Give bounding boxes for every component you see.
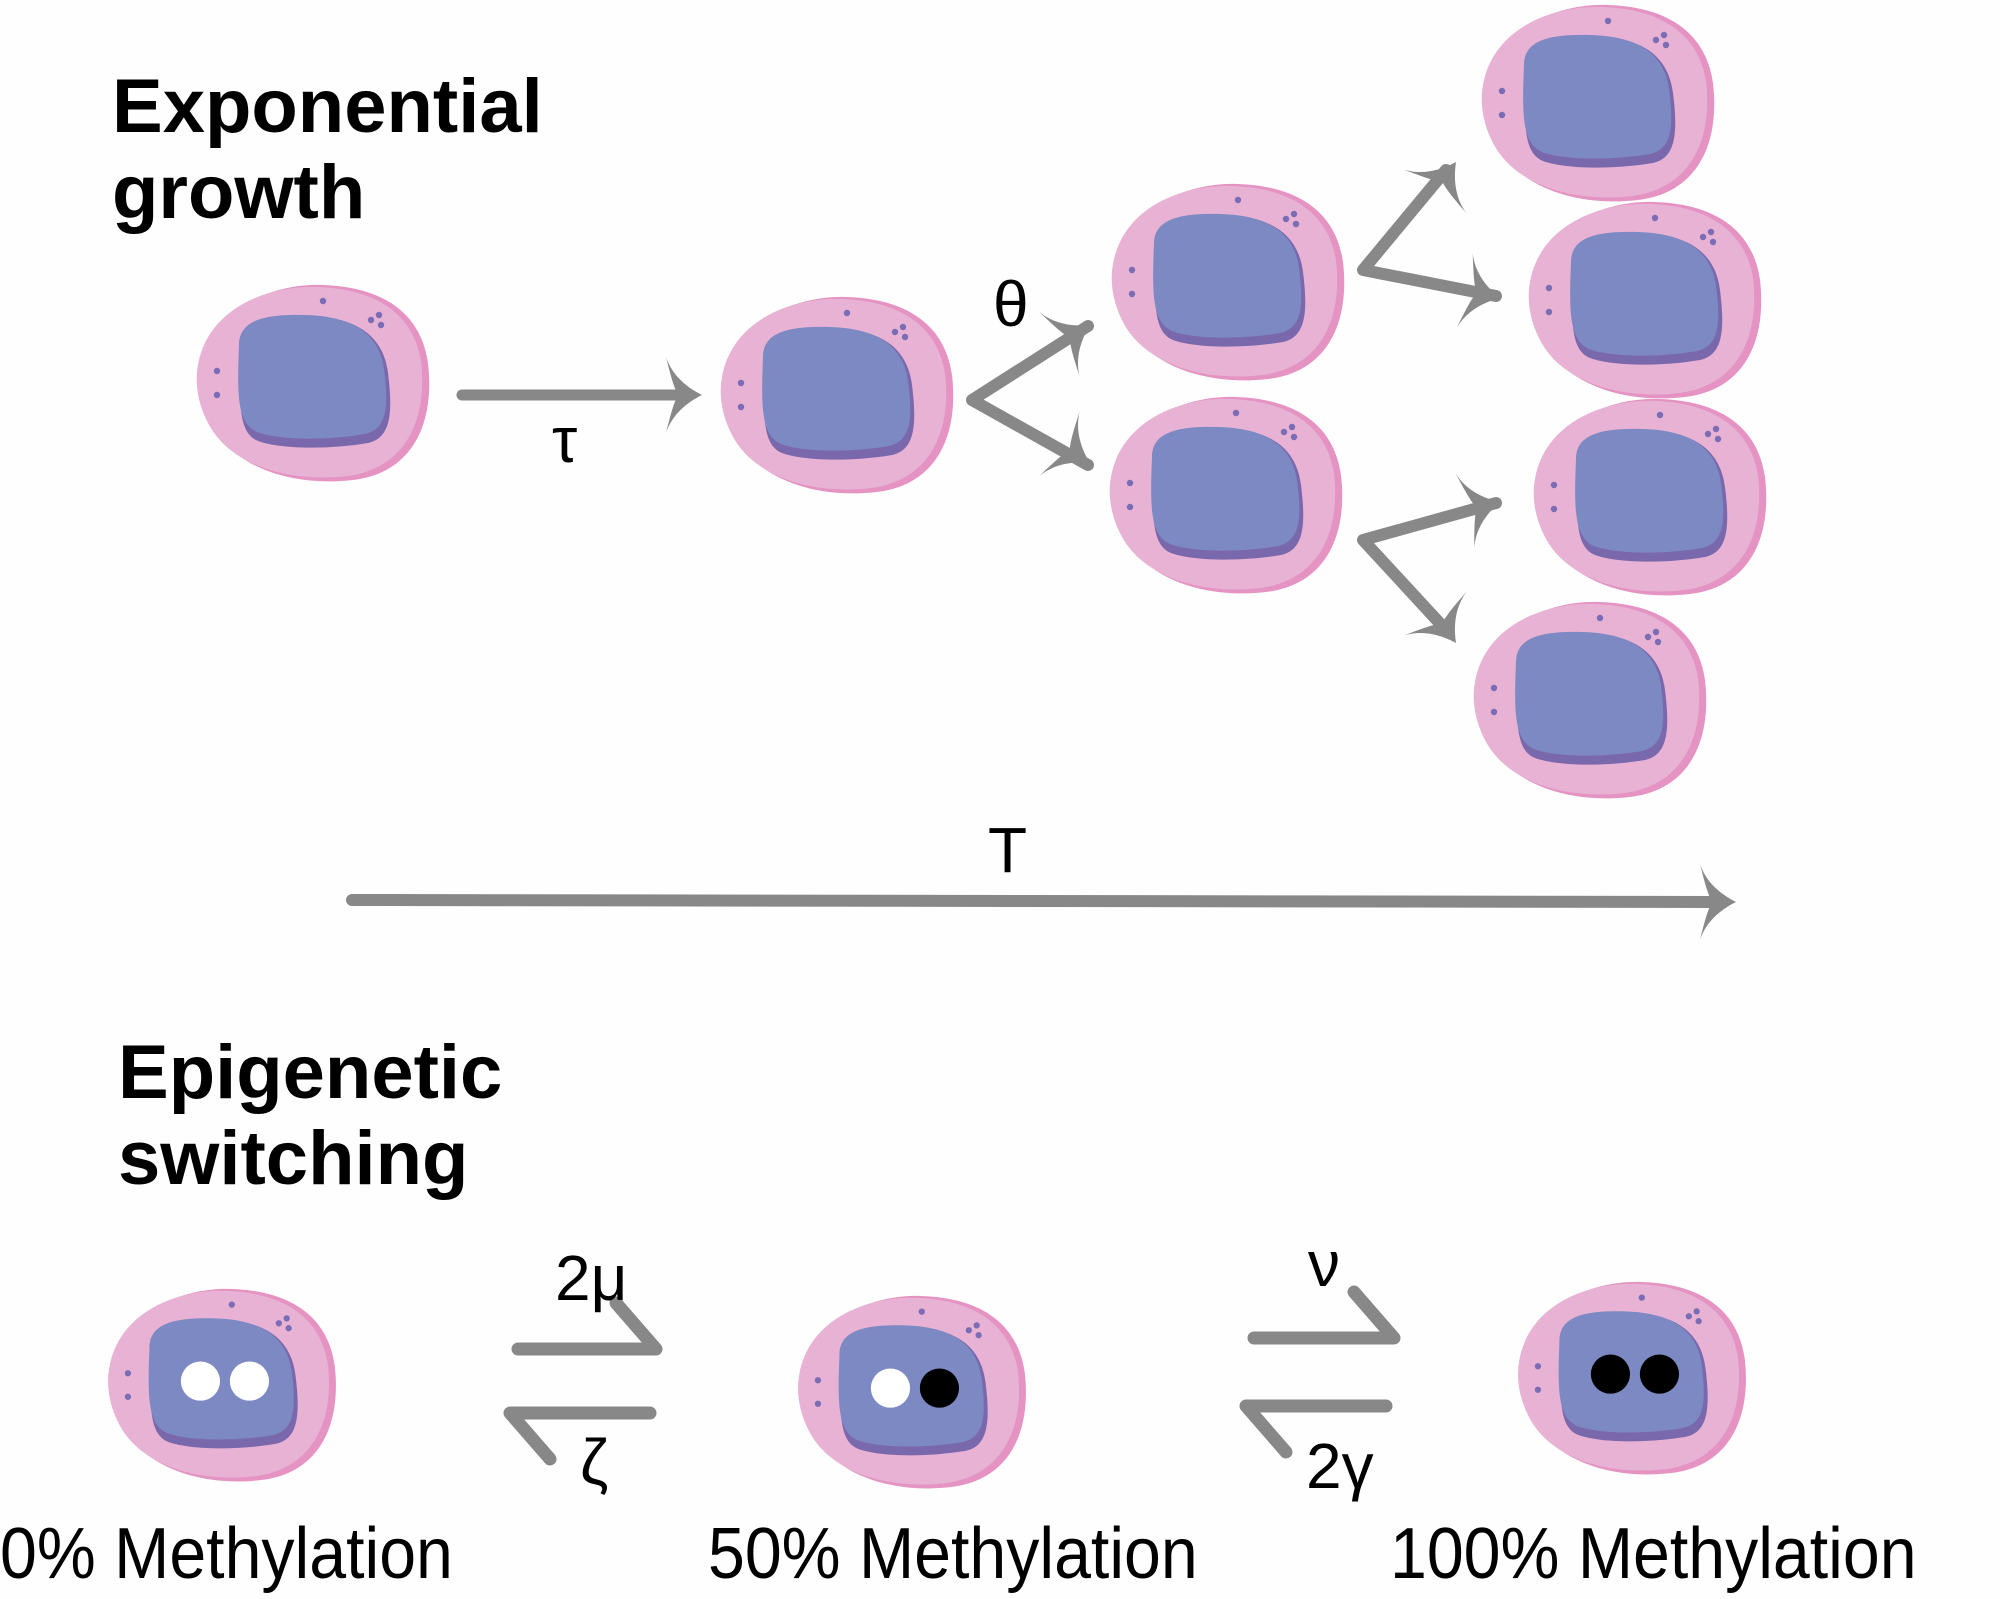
- theta-fork: [966, 320, 1094, 471]
- cell-gen2-bottom: [1109, 396, 1343, 594]
- cell-body: [1518, 1281, 1746, 1475]
- total-time-arrow-shaft: [346, 894, 1718, 908]
- cell-gen3-2: [1528, 201, 1762, 399]
- cell-body: [1528, 201, 1762, 399]
- cell-body: [108, 1288, 336, 1482]
- state-label-0: 0% Methylation: [0, 1514, 453, 1594]
- cell-gen3-1: [1481, 4, 1715, 202]
- total-time-label: T: [988, 814, 1028, 886]
- rate-nu-label: ν: [1308, 1228, 1340, 1300]
- methylated-site-dot: [1639, 1354, 1680, 1394]
- unmethylated-site-dot: [229, 1361, 270, 1401]
- cell-gen3-3: [1533, 398, 1767, 596]
- rate-2mu-label: 2μ: [555, 1242, 628, 1314]
- cell-body: [1481, 4, 1715, 202]
- backward-arrow-100-to-50: [1239, 1399, 1393, 1459]
- cell-body: [1533, 398, 1767, 596]
- heading-line: switching: [118, 1116, 469, 1201]
- forward-arrow-50-to-100: [1247, 1285, 1401, 1345]
- heading-line: growth: [112, 150, 366, 235]
- methylated-site-dot: [919, 1368, 960, 1408]
- theta-fork-lower-head-icon: [1039, 411, 1090, 477]
- rate-2gamma-label: 2γ: [1306, 1430, 1374, 1502]
- tau-arrow-head-icon: [666, 357, 702, 433]
- theta-fork-upper-head-icon: [1039, 311, 1090, 377]
- tau-label: τ: [552, 404, 578, 476]
- state-label-100: 100% Methylation: [1390, 1514, 1917, 1594]
- epigenetic-switching-heading: Epigenetic switching: [118, 1030, 502, 1202]
- total-time-arrow-head-icon: [1699, 863, 1736, 940]
- forward-arrow-0-to-50: [511, 1296, 663, 1356]
- unmethylated-site-dot: [180, 1361, 221, 1401]
- rate-zeta-label: ζ: [580, 1426, 609, 1498]
- unmethylated-site-dot: [870, 1368, 911, 1408]
- fork-bottom-lower-head-icon: [1404, 591, 1467, 643]
- cell-body: [1111, 183, 1345, 381]
- cell-gen2-top: [1111, 183, 1345, 381]
- fork-top-upper-head-icon: [1404, 162, 1467, 214]
- cell-body: [1109, 396, 1343, 594]
- backward-arrow-50-to-0: [503, 1406, 657, 1466]
- cell-body: [196, 284, 430, 482]
- methylated-site-dot: [1590, 1354, 1631, 1394]
- cell-body: [720, 296, 954, 494]
- cell-body: [798, 1295, 1026, 1489]
- cell-gen0: [196, 284, 430, 482]
- exponential-growth-heading: Exponential growth: [112, 64, 543, 236]
- cell-body: [1473, 601, 1707, 799]
- cell-gen3-4: [1473, 601, 1707, 799]
- fork-bottom-upper-head-icon: [1455, 473, 1500, 548]
- theta-label: θ: [993, 268, 1029, 340]
- cell-gen1: [720, 296, 954, 494]
- state-label-50: 50% Methylation: [708, 1514, 1198, 1594]
- heading-line: Exponential: [112, 64, 543, 149]
- methylation-state-cell-0: [108, 1288, 336, 1482]
- methylation-state-cell-2: [1518, 1281, 1746, 1475]
- fork-bottom: [1357, 497, 1502, 636]
- methylation-state-cell-1: [798, 1295, 1026, 1489]
- fork-top: [1357, 164, 1502, 302]
- heading-line: Epigenetic: [118, 1030, 503, 1115]
- fork-top-lower-head-icon: [1456, 253, 1500, 328]
